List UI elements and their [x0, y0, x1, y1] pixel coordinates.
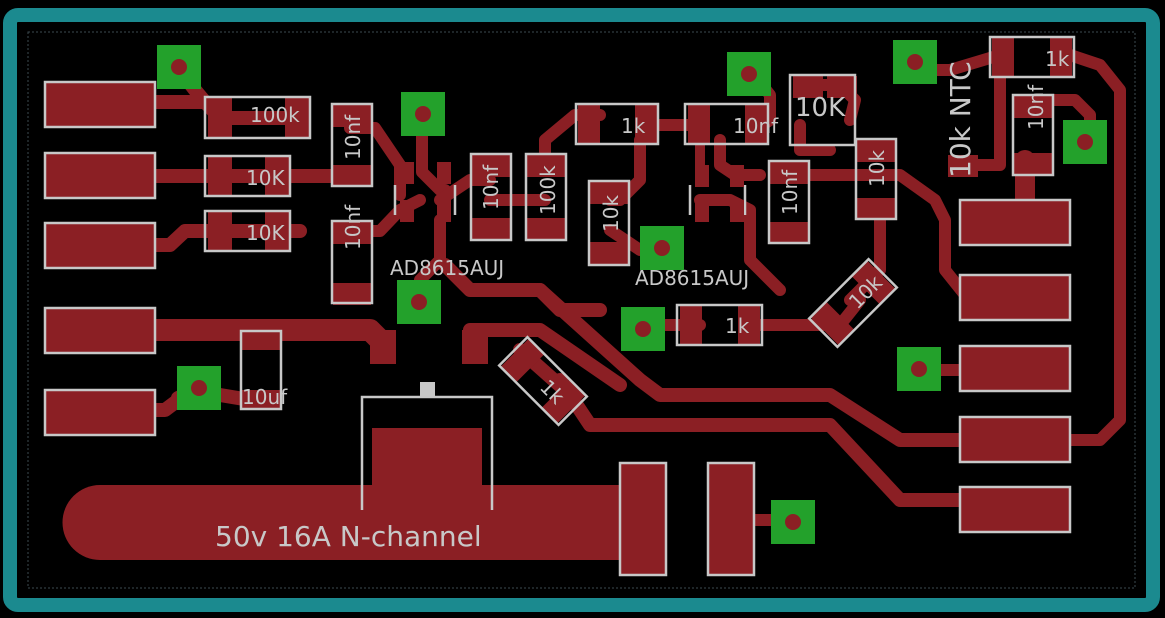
via [640, 226, 684, 270]
resistor-label: 100k [536, 165, 560, 215]
resistor-label: 1k [725, 314, 750, 338]
resistor-1k-top-a: 1k [574, 102, 660, 146]
resistor-10k-right: 10k [854, 137, 898, 221]
connector-pad [43, 388, 157, 437]
resistor-label: 10K [246, 166, 285, 190]
capacitor-label: 10nf [733, 114, 779, 138]
mosfet-pad-gate [618, 461, 668, 577]
resistor-1k-lower: 1k [675, 303, 764, 347]
right-connector [958, 198, 1072, 534]
via [771, 500, 815, 544]
connector-pad [43, 80, 157, 129]
capacitor-label: 10nf [341, 114, 365, 160]
connector-pad [43, 221, 157, 270]
opamp-label: AD8615AUJ [390, 256, 504, 280]
capacitor-label: 10uf [242, 385, 288, 409]
resistor-10k-bottom: 10K [203, 209, 292, 253]
resistor-10k-mid: 10k [587, 179, 631, 267]
capacitor-10nf-far-right: 10nf [1011, 84, 1055, 177]
resistor-1k-top-right: 1k [988, 35, 1076, 79]
resistor-10k-top: 10K [203, 154, 292, 198]
resistor-label: 1k [1045, 47, 1070, 71]
connector-pad [958, 273, 1072, 322]
resistor-label: 10k [599, 195, 623, 232]
via [401, 92, 445, 136]
ntc-label: 10k NTC [944, 61, 977, 178]
resistor-label: 10k [865, 150, 889, 187]
resistor-label: 10K [795, 93, 846, 123]
gate-pad [462, 330, 488, 364]
connector-pad [958, 485, 1072, 534]
mosfet-tab [62, 485, 621, 560]
capacitor-label: 10nf [778, 169, 802, 215]
resistor-label: 1k [621, 114, 646, 138]
capacitor-10nf-right: 10nf [767, 159, 811, 245]
board-inner-outline [27, 31, 1136, 589]
opamp-1: AD8615AUJ [390, 162, 504, 280]
via [621, 307, 665, 351]
via [727, 52, 771, 96]
capacitor-10nf-a: 10nf [330, 102, 374, 188]
via [1063, 120, 1107, 164]
connector-pad [43, 151, 157, 200]
mosfet-tab-top [372, 428, 482, 488]
opamp-2: AD8615AUJ [635, 165, 749, 290]
ntc-thermistor: 10k NTC [944, 61, 978, 178]
resistor-100k-mid: 100k [524, 152, 568, 242]
via [157, 45, 201, 89]
connector-pad [43, 306, 157, 355]
capacitor-label: 10nf [341, 204, 365, 250]
via [897, 347, 941, 391]
connector-pad [958, 344, 1072, 393]
resistor-10k-pot: 10K [788, 73, 857, 147]
via [893, 40, 937, 84]
capacitor-label: 10nf [479, 164, 503, 210]
connector-pad [958, 415, 1072, 464]
board-border [3, 8, 1160, 612]
mosfet-label: 50v 16A N-channel [215, 520, 482, 553]
mosfet-outline [360, 395, 494, 510]
left-connector [43, 80, 157, 437]
capacitor-10nf-c: 10nf [469, 152, 513, 242]
capacitor-10nf-b: 10nf [330, 204, 374, 305]
resistor-label: 10K [246, 221, 285, 245]
capacitor-10uf: 10uf [239, 329, 288, 411]
connector-pad [958, 198, 1072, 247]
capacitor-10nf-top: 10nf [683, 102, 779, 146]
capacitor-label: 10nf [1024, 84, 1048, 130]
mosfet-pad-source [706, 461, 756, 577]
via [177, 366, 221, 410]
vias [157, 40, 1107, 544]
resistor-100k-left: 100k [203, 95, 312, 140]
gate-pad [370, 330, 396, 364]
mosfet-pin-mark [420, 382, 435, 396]
mosfet: 50v 16A N-channel [62, 382, 756, 577]
via [397, 280, 441, 324]
resistor-label: 100k [250, 103, 300, 127]
